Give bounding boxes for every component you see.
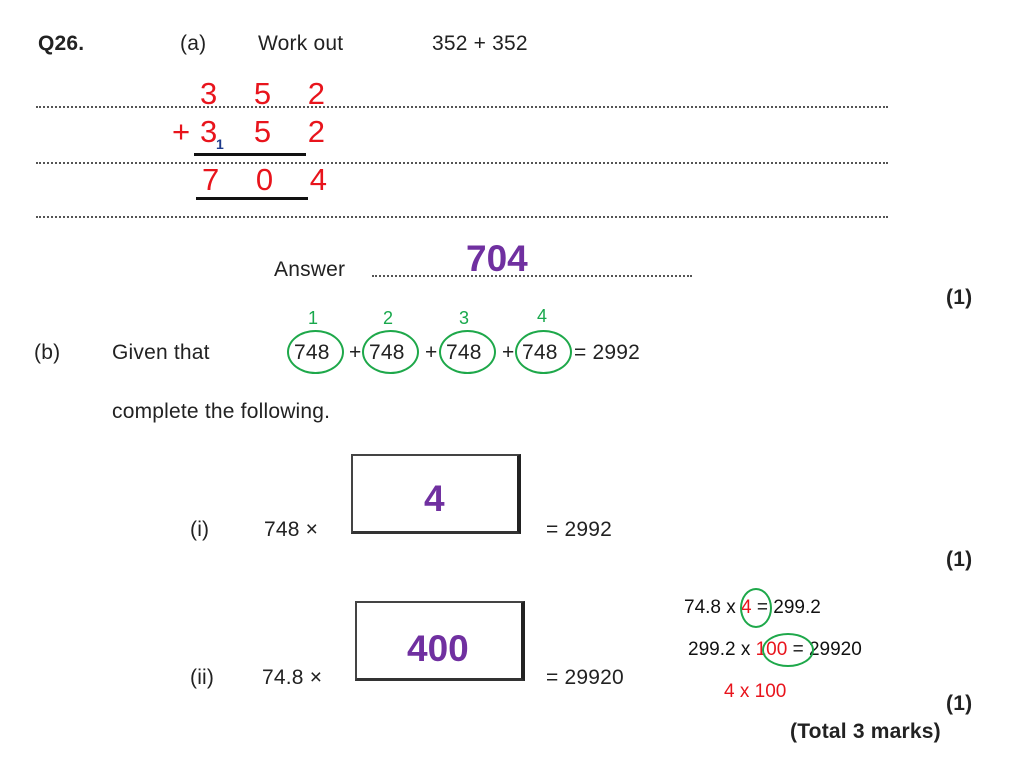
part-i-answer-box[interactable] xyxy=(351,454,521,534)
part-ii-marks: (1) xyxy=(946,692,973,715)
given-that-label: Given that xyxy=(112,341,210,364)
part-b-label: (b) xyxy=(34,341,61,364)
side-working-line-3: 4 x 100 xyxy=(724,681,787,702)
part-a-prompt: Work out xyxy=(258,32,344,55)
carry-digit: 1 xyxy=(216,136,224,152)
side-working-1b: = 299.2 xyxy=(756,597,821,618)
working-line-2 xyxy=(36,162,888,164)
addition-row-1: 3 5 2 xyxy=(200,76,339,111)
term-count-4: 4 xyxy=(537,306,548,326)
term-count-3: 3 xyxy=(459,308,470,328)
answer-line xyxy=(372,275,692,277)
part-ii-answer: 400 xyxy=(407,628,469,669)
part-ii-label: (ii) xyxy=(190,666,215,689)
question-number: Q26. xyxy=(38,32,85,55)
given-equals: = 2992 xyxy=(574,341,641,364)
working-line-3 xyxy=(36,216,888,218)
part-ii-left: 74.8 × xyxy=(262,666,323,689)
side-circle-100 xyxy=(762,633,814,667)
side-working-1a: 74.8 x xyxy=(684,597,736,618)
addition-rule-top xyxy=(194,153,306,156)
part-i-left: 748 × xyxy=(264,518,319,541)
part-a-expression: 352 + 352 xyxy=(432,32,528,55)
term-circle-2 xyxy=(362,330,419,374)
addition-row-2: 3 5 2 xyxy=(200,114,339,149)
part-a-label: (a) xyxy=(180,32,207,55)
term-circle-4 xyxy=(515,330,572,374)
given-plus-3: + xyxy=(502,341,515,364)
working-line-1 xyxy=(36,106,888,108)
term-circle-3 xyxy=(439,330,496,374)
given-plus-1: + xyxy=(349,341,362,364)
term-count-2: 2 xyxy=(383,308,394,328)
term-circle-1 xyxy=(287,330,344,374)
addition-rule-bottom xyxy=(196,197,308,200)
addition-result: 7 0 4 xyxy=(202,162,341,197)
part-i-answer: 4 xyxy=(424,478,445,519)
part-i-marks: (1) xyxy=(946,548,973,571)
part-i-right: = 2992 xyxy=(546,518,613,541)
instruction-text: complete the following. xyxy=(112,400,331,423)
side-circle-4 xyxy=(740,588,772,628)
addition-plus-sign: + xyxy=(172,114,191,149)
side-working-2a: 299.2 x xyxy=(688,639,751,660)
answer-label: Answer xyxy=(274,258,346,281)
part-ii-right: = 29920 xyxy=(546,666,624,689)
part-a-marks: (1) xyxy=(946,286,973,309)
given-plus-2: + xyxy=(425,341,438,364)
part-ii-answer-box[interactable] xyxy=(355,601,525,681)
part-i-label: (i) xyxy=(190,518,210,541)
total-marks: (Total 3 marks) xyxy=(790,720,941,743)
answer-value: 704 xyxy=(466,238,528,279)
term-count-1: 1 xyxy=(308,308,319,328)
